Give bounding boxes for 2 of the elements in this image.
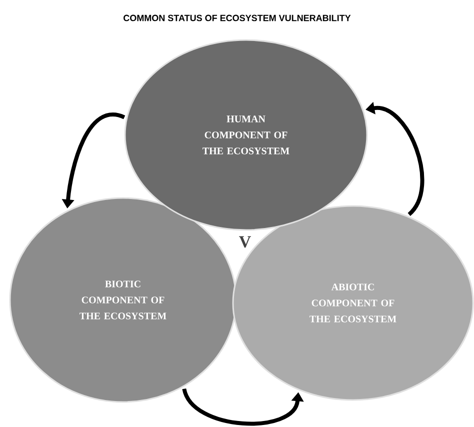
title: COMMON STATUS OF ECOSYSTEM VULNERABILITY [124,14,351,22]
overlap-letter: V [239,236,251,248]
